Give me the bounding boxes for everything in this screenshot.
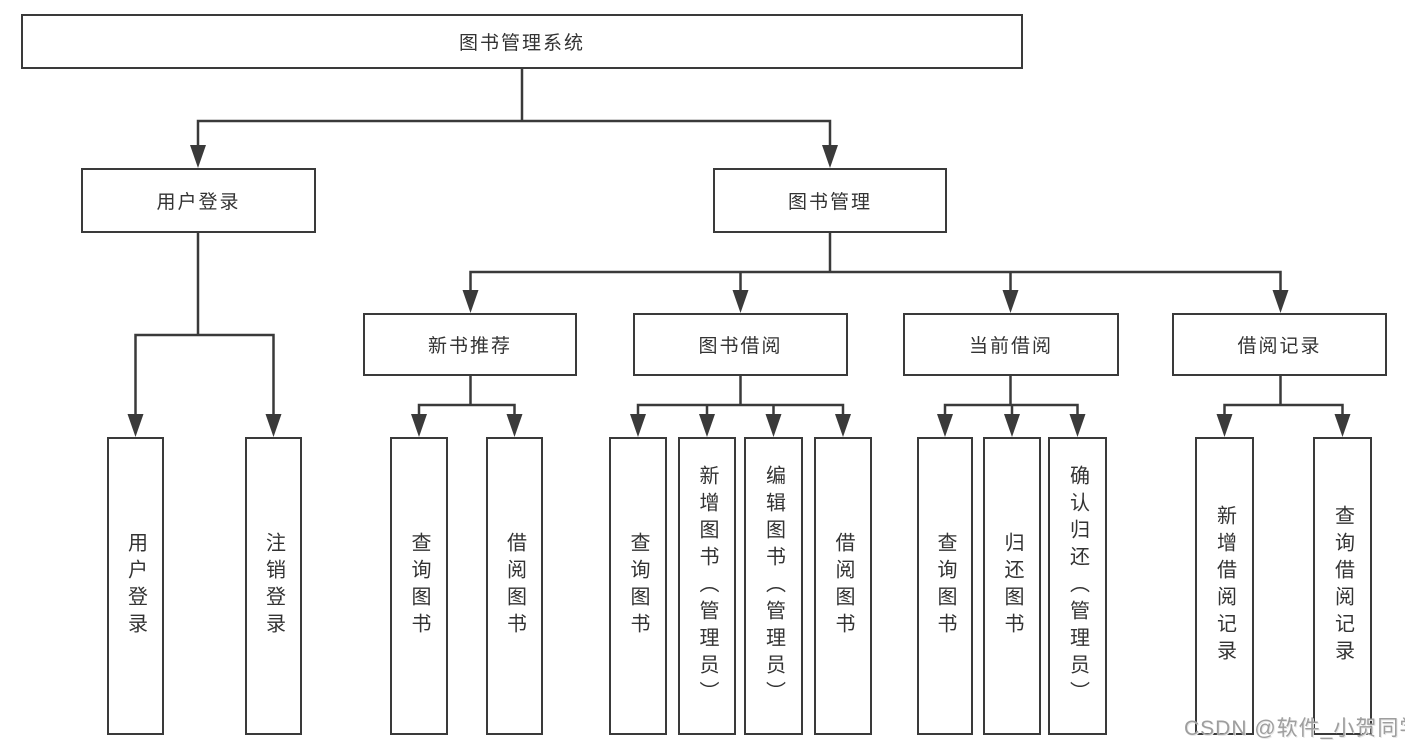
arrow-down-icon	[411, 414, 427, 437]
book-management-rail	[469, 270, 1282, 292]
leaf-borrow-add-books-admin: 新增图书（管理员）	[678, 437, 736, 735]
arrow-down-icon	[506, 414, 523, 437]
node-label: 借阅图书	[832, 532, 854, 640]
node-label: 新增借阅记录	[1213, 505, 1236, 667]
node-root: 图书管理系统	[21, 14, 1023, 69]
borrow-records-rail	[1223, 403, 1344, 415]
arrow-down-icon	[765, 414, 782, 437]
arrow-down-icon	[1004, 414, 1020, 437]
node-label: 确认归还（管理员）	[1066, 464, 1089, 708]
level1-rail	[196, 119, 832, 146]
leaf-records-add-record: 新增借阅记录	[1195, 437, 1254, 735]
book-borrow-rail	[636, 403, 845, 415]
arrow-down-icon	[265, 414, 282, 437]
leaf-logout-login: 注销登录	[245, 437, 302, 735]
current-borrow-rail	[943, 403, 1079, 415]
arrow-down-icon	[127, 414, 144, 437]
arrow-down-icon	[1272, 290, 1289, 313]
leaf-borrow-borrow-books: 借阅图书	[814, 437, 872, 735]
user-login-rail	[134, 333, 275, 415]
leaf-records-query-record: 查询借阅记录	[1313, 437, 1372, 735]
new-book-recommend-rail	[417, 403, 516, 415]
leaf-newrec-query-books: 查询图书	[390, 437, 448, 735]
arrow-down-icon	[1002, 290, 1019, 313]
arrow-down-icon	[462, 290, 479, 313]
node-label: 归还图书	[1001, 532, 1023, 640]
node-borrow-records: 借阅记录	[1172, 313, 1387, 376]
node-label: 新增图书（管理员）	[696, 464, 718, 708]
node-new-book-recommend: 新书推荐	[363, 313, 577, 376]
leaf-borrow-query-books: 查询图书	[609, 437, 667, 735]
arrow-down-icon	[699, 414, 715, 437]
arrow-down-icon	[1069, 414, 1086, 437]
node-label: 注销登录	[262, 532, 285, 640]
node-book-management: 图书管理	[713, 168, 947, 233]
node-label: 查询图书	[934, 532, 956, 640]
leaf-user-login: 用户登录	[107, 437, 164, 735]
node-user-login: 用户登录	[81, 168, 316, 233]
node-label: 查询借阅记录	[1331, 505, 1354, 667]
leaf-current-query-books: 查询图书	[917, 437, 973, 735]
arrow-down-icon	[1334, 414, 1351, 437]
arrow-down-icon	[822, 145, 838, 168]
arrow-down-icon	[732, 290, 749, 313]
node-book-borrow: 图书借阅	[633, 313, 848, 376]
arrow-down-icon	[937, 414, 953, 437]
arrow-down-icon	[1216, 414, 1233, 437]
node-label: 用户登录	[124, 532, 147, 640]
leaf-borrow-edit-books-admin: 编辑图书（管理员）	[744, 437, 803, 735]
node-label: 查询图书	[408, 532, 430, 640]
node-label: 借阅图书	[503, 532, 526, 640]
leaf-current-return-books: 归还图书	[983, 437, 1041, 735]
arrow-down-icon	[630, 414, 646, 437]
node-label: 编辑图书（管理员）	[762, 464, 785, 708]
leaf-newrec-borrow-books: 借阅图书	[486, 437, 543, 735]
node-label: 查询图书	[627, 532, 649, 640]
arrow-down-icon	[835, 414, 851, 437]
node-current-borrow: 当前借阅	[903, 313, 1119, 376]
csdn-watermark: CSDN @软件_小贺同学	[1184, 717, 1405, 740]
leaf-current-confirm-return-admin: 确认归还（管理员）	[1048, 437, 1107, 735]
arrow-down-icon	[190, 145, 206, 168]
